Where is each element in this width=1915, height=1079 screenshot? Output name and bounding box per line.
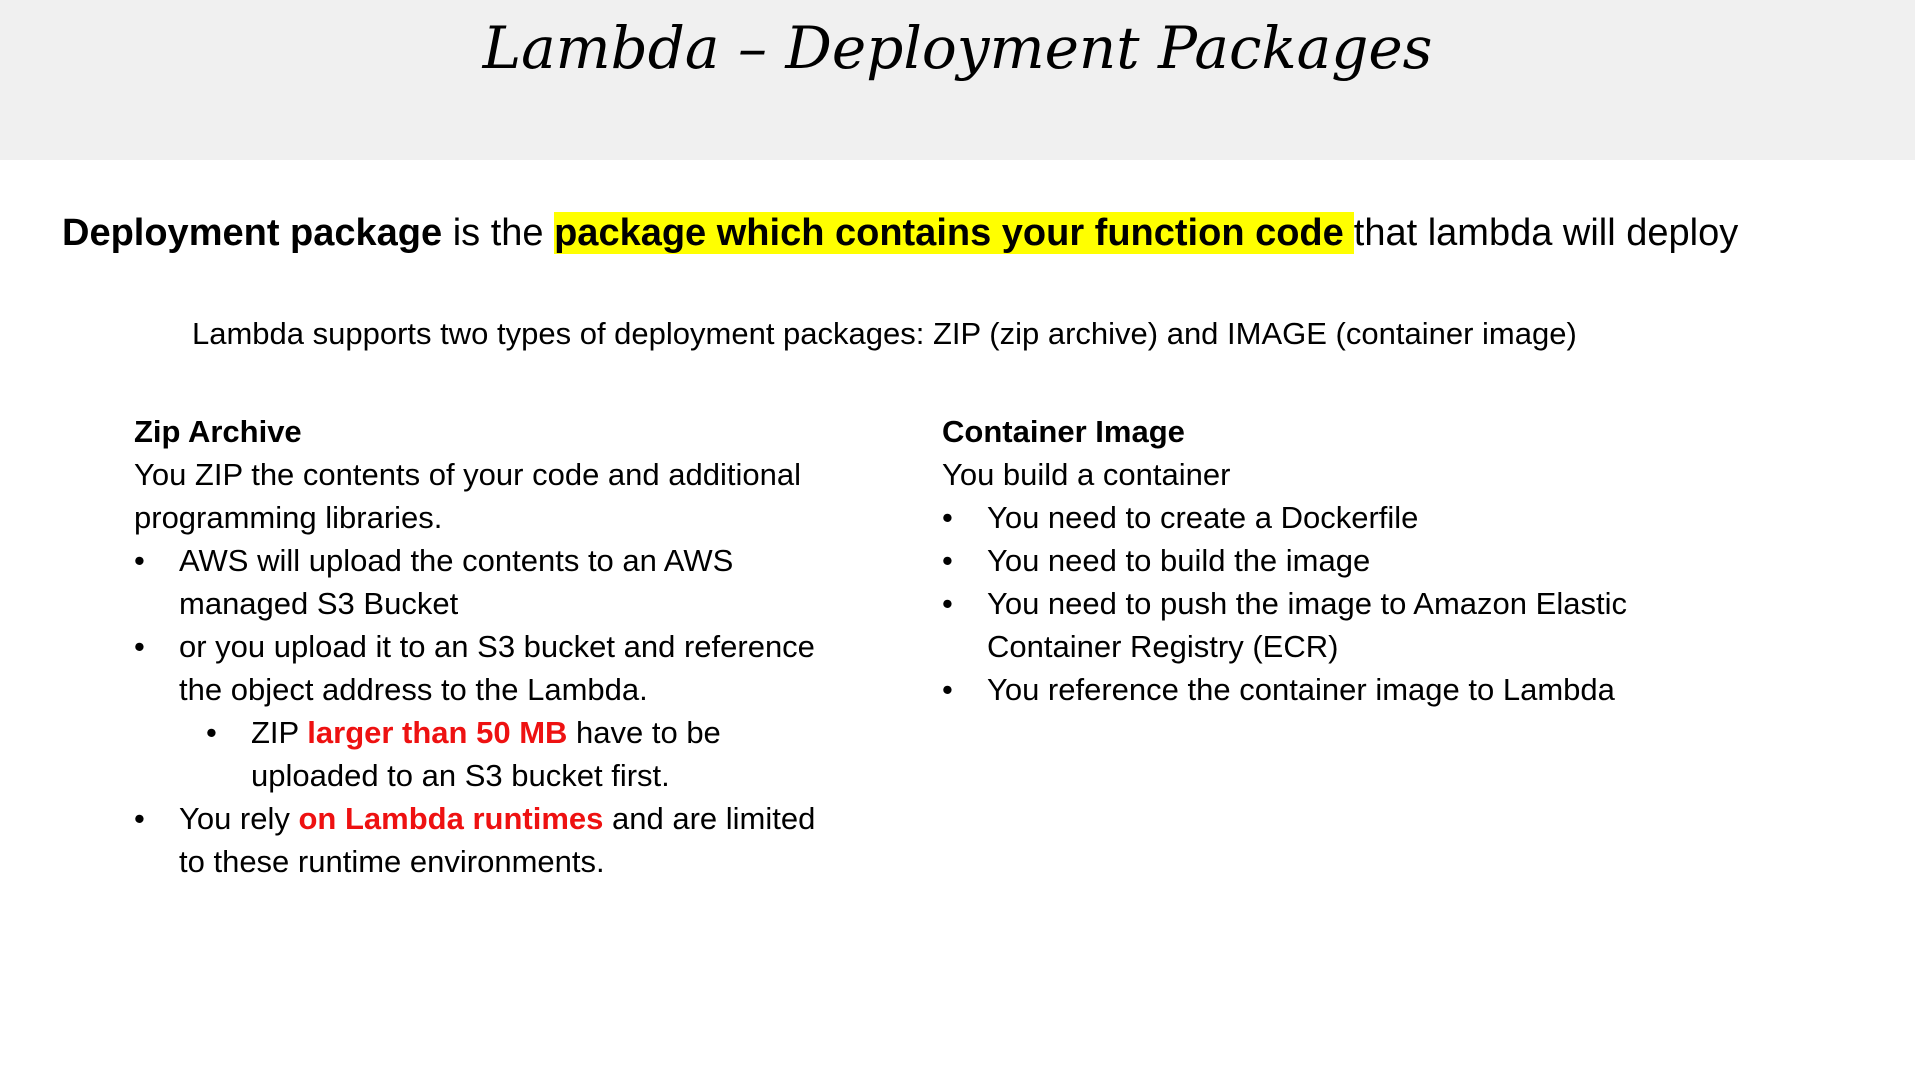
container-bullet-build: • You need to build the image: [942, 539, 1742, 582]
bullet-dot: •: [942, 586, 953, 621]
definition-line: Deployment package is the package which …: [62, 205, 1738, 261]
zip-archive-heading: Zip Archive: [134, 414, 302, 449]
bullet-text-line1: You rely on Lambda runtimes and are limi…: [179, 797, 894, 840]
slide-title: Lambda – Deployment Packages: [482, 14, 1433, 82]
definition-highlight: package which contains your function cod…: [554, 212, 1354, 254]
bullet-dot: •: [134, 543, 145, 578]
bullet-text: You need to create a Dockerfile: [987, 500, 1419, 535]
size-limit-emphasis: larger than 50 MB: [307, 715, 568, 750]
intro-text: Lambda supports two types of deployment …: [192, 316, 1577, 351]
bullet-text-line1: You need to push the image to Amazon Ela…: [987, 586, 1627, 621]
subbullet-prefix: ZIP: [251, 715, 308, 750]
zip-bullet-s3-reference: • or you upload it to an S3 bucket and r…: [134, 625, 894, 711]
bullet-dot: •: [134, 801, 145, 836]
definition-term: Deployment package: [62, 212, 443, 254]
container-desc: You build a container: [942, 457, 1231, 492]
subbullet-text-line2: uploaded to an S3 bucket first.: [251, 758, 670, 793]
zip-bullet-aws-upload: • AWS will upload the contents to an AWS…: [134, 539, 894, 625]
runtimes-emphasis: on Lambda runtimes: [298, 801, 604, 836]
bullet-prefix: You rely: [179, 801, 299, 836]
title-bar: [0, 0, 1915, 160]
bullet-text-line1: AWS will upload the contents to an AWS: [179, 543, 734, 578]
definition-rest: that lambda will deploy: [1353, 212, 1739, 254]
container-bullet-dockerfile: • You need to create a Dockerfile: [942, 496, 1742, 539]
bullet-suffix: and are limited: [603, 801, 816, 836]
bullet-text-line1: or you upload it to an S3 bucket and ref…: [179, 629, 815, 664]
definition-connector: is the: [442, 212, 555, 254]
subbullet-suffix: have to be: [567, 715, 721, 750]
bullet-dot: •: [134, 629, 145, 664]
bullet-dot: •: [206, 715, 217, 750]
bullet-text: You need to build the image: [987, 543, 1371, 578]
bullet-dot: •: [942, 500, 953, 535]
bullet-text-line2: the object address to the Lambda.: [179, 672, 648, 707]
bullet-text: You reference the container image to Lam…: [987, 672, 1615, 707]
zip-desc-line1: You ZIP the contents of your code and ad…: [134, 457, 801, 492]
container-image-column: Container Image You build a container • …: [942, 410, 1742, 711]
zip-bullet-runtimes: • You rely on Lambda runtimes and are li…: [134, 797, 894, 883]
bullet-dot: •: [942, 543, 953, 578]
zip-subbullet-size-limit: • ZIP larger than 50 MB have to be uploa…: [206, 711, 894, 797]
bullet-text-line2: managed S3 Bucket: [179, 586, 459, 621]
zip-archive-column: Zip Archive You ZIP the contents of your…: [134, 410, 894, 883]
container-bullet-push-ecr: • You need to push the image to Amazon E…: [942, 582, 1742, 668]
bullet-dot: •: [942, 672, 953, 707]
zip-desc-line2: programming libraries.: [134, 500, 443, 535]
container-bullet-reference: • You reference the container image to L…: [942, 668, 1742, 711]
bullet-text-line2: Container Registry (ECR): [987, 629, 1339, 664]
bullet-text-line2: to these runtime environments.: [179, 844, 605, 879]
subbullet-text-line1: ZIP larger than 50 MB have to be: [251, 711, 894, 754]
container-image-heading: Container Image: [942, 414, 1185, 449]
